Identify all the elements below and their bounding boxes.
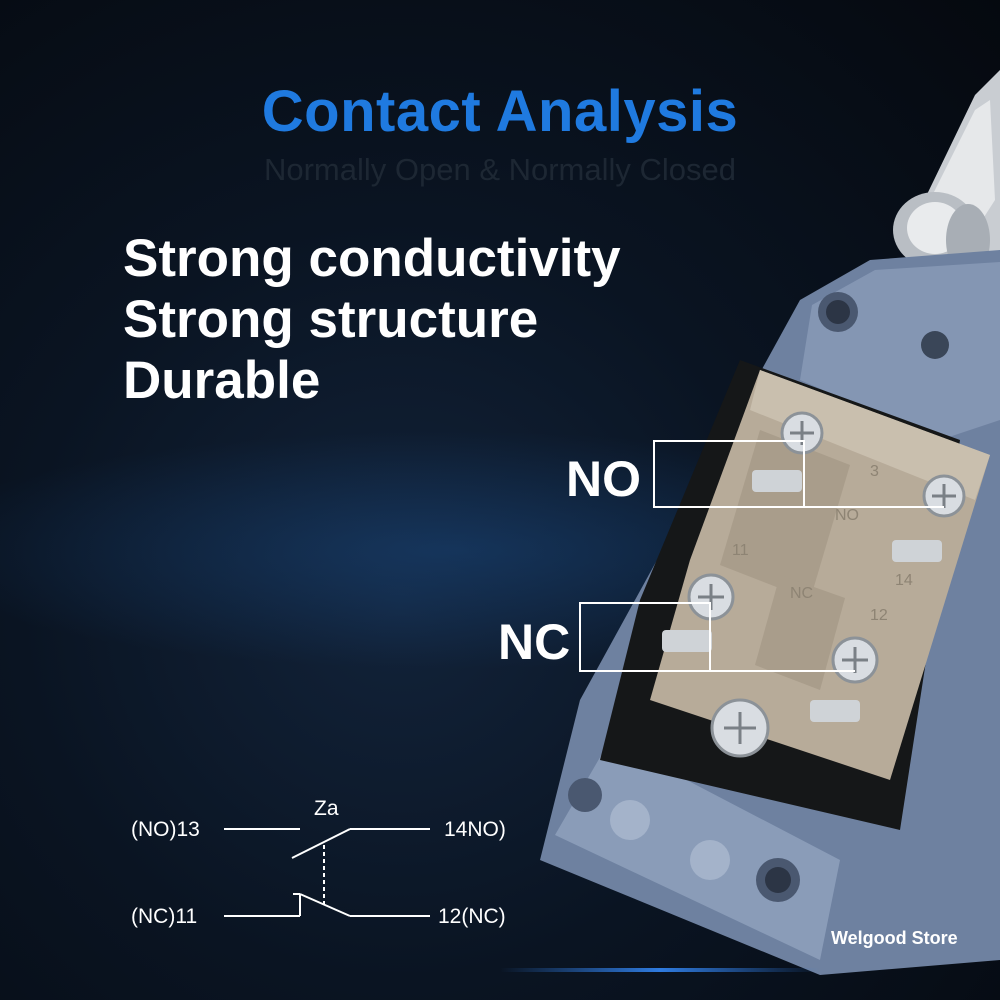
diagram-no-right-label: 14NO) bbox=[444, 818, 506, 841]
terminal-mark-no: NO bbox=[835, 507, 859, 524]
callout-no-label: NO bbox=[566, 451, 641, 507]
diagram-nc-right-label: 12(NC) bbox=[438, 905, 506, 928]
callout-nc-label: NC bbox=[498, 614, 571, 670]
feature-item: Strong conductivity bbox=[123, 229, 621, 288]
feature-item: Durable bbox=[123, 351, 321, 410]
terminal-block: 3 NO 11 14 NC 12 bbox=[650, 370, 990, 780]
feature-list: Strong conductivity Strong structure Dur… bbox=[123, 228, 621, 411]
terminal-mark-nc: NC bbox=[790, 585, 813, 602]
diagram-za-label: Za bbox=[314, 797, 339, 820]
terminal-mark-3: 3 bbox=[870, 463, 879, 480]
bottom-accent-line bbox=[500, 968, 820, 972]
page-title: Contact Analysis bbox=[261, 79, 739, 144]
terminal-mark-14: 14 bbox=[895, 572, 913, 589]
feature-item: Strong structure bbox=[123, 290, 539, 349]
store-watermark: Welgood Store bbox=[831, 928, 958, 948]
callout-lines bbox=[579, 440, 944, 672]
diagram-no-left-label: (NO)13 bbox=[131, 818, 200, 841]
terminal-mark-11: 11 bbox=[732, 542, 749, 559]
page-subtitle: Normally Open & Normally Closed bbox=[263, 152, 737, 187]
diagram-nc-left-label: (NC)11 bbox=[131, 905, 197, 928]
terminal-mark-12: 12 bbox=[870, 607, 888, 624]
